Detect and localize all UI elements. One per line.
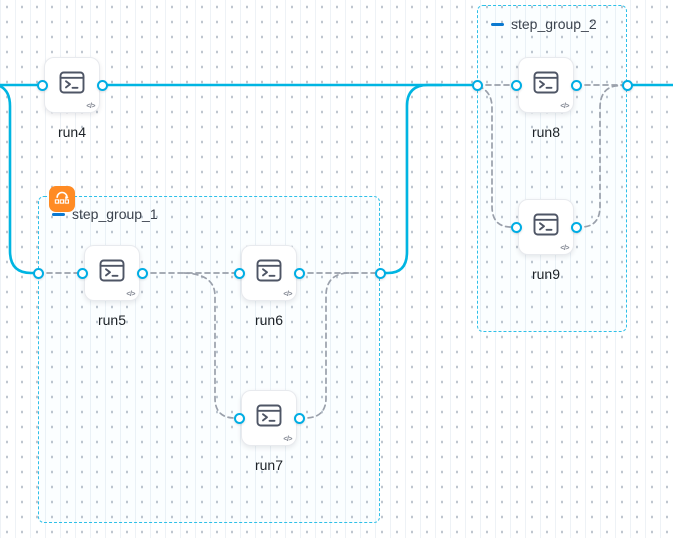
run4-card[interactable]: </>	[44, 57, 100, 113]
edge-branch-run9-out	[575, 84, 628, 228]
port-run6-in[interactable]	[233, 267, 245, 279]
node-run4[interactable]: </> run4	[44, 57, 100, 140]
node-run9[interactable]: </> run9	[518, 199, 574, 282]
step-group-2[interactable]: step_group_2	[477, 5, 627, 332]
code-icon: </>	[283, 436, 292, 443]
port-run5-out[interactable]	[136, 267, 148, 279]
node-run6[interactable]: </> run6	[241, 245, 297, 328]
node-run8[interactable]: </> run8	[518, 57, 574, 140]
looping-strategy-badge[interactable]	[49, 186, 75, 212]
code-icon: </>	[560, 103, 569, 110]
port-run9-in[interactable]	[510, 221, 522, 233]
run6-card[interactable]: </>	[241, 245, 297, 301]
node-run6-label: run6	[254, 312, 284, 328]
terminal-icon	[56, 68, 88, 103]
node-run5[interactable]: </> run5	[84, 245, 140, 328]
edge-start-group1	[0, 84, 38, 275]
node-run5-label: run5	[97, 312, 127, 328]
run9-card[interactable]: </>	[518, 199, 574, 255]
code-icon: </>	[86, 103, 95, 110]
looping-strategy-icon	[53, 188, 71, 211]
node-run7-label: run7	[254, 457, 284, 473]
terminal-icon	[253, 401, 285, 436]
node-run9-label: run9	[531, 266, 561, 282]
node-run4-label: run4	[57, 124, 87, 140]
terminal-icon	[253, 256, 285, 291]
edge-branch-run7-out	[298, 272, 357, 419]
edge-branch-run9-in	[477, 85, 517, 228]
terminal-icon	[530, 210, 562, 245]
port-group1-entry[interactable]	[32, 267, 44, 279]
port-run4-out[interactable]	[96, 79, 108, 91]
terminal-icon	[530, 68, 562, 103]
port-run4-in[interactable]	[36, 79, 48, 91]
step-group-1[interactable]: step_group_1	[38, 186, 380, 523]
port-run8-out[interactable]	[570, 79, 582, 91]
group-1-label: step_group_1	[72, 206, 158, 222]
collapse-group-1-icon[interactable]	[52, 212, 65, 216]
code-icon: </>	[283, 291, 292, 298]
node-run7[interactable]: </> run7	[241, 390, 297, 473]
port-run6-out[interactable]	[293, 267, 305, 279]
terminal-icon	[96, 256, 128, 291]
port-run7-out[interactable]	[293, 412, 305, 424]
port-run5-in[interactable]	[76, 267, 88, 279]
collapse-group-2-icon[interactable]	[491, 22, 504, 26]
node-run8-label: run8	[531, 124, 561, 140]
run7-card[interactable]: </>	[241, 390, 297, 446]
group-2-label: step_group_2	[511, 16, 597, 32]
port-run8-in[interactable]	[510, 79, 522, 91]
port-group2-entry[interactable]	[471, 79, 483, 91]
edge-group1-merge	[380, 83, 442, 275]
port-group1-exit[interactable]	[374, 267, 386, 279]
code-icon: </>	[560, 245, 569, 252]
run5-card[interactable]: </>	[84, 245, 140, 301]
code-icon: </>	[126, 291, 135, 298]
run8-card[interactable]: </>	[518, 57, 574, 113]
port-group2-exit[interactable]	[621, 79, 633, 91]
port-run7-in[interactable]	[233, 412, 245, 424]
port-run9-out[interactable]	[570, 221, 582, 233]
edge-branch-run7-in	[183, 272, 240, 419]
